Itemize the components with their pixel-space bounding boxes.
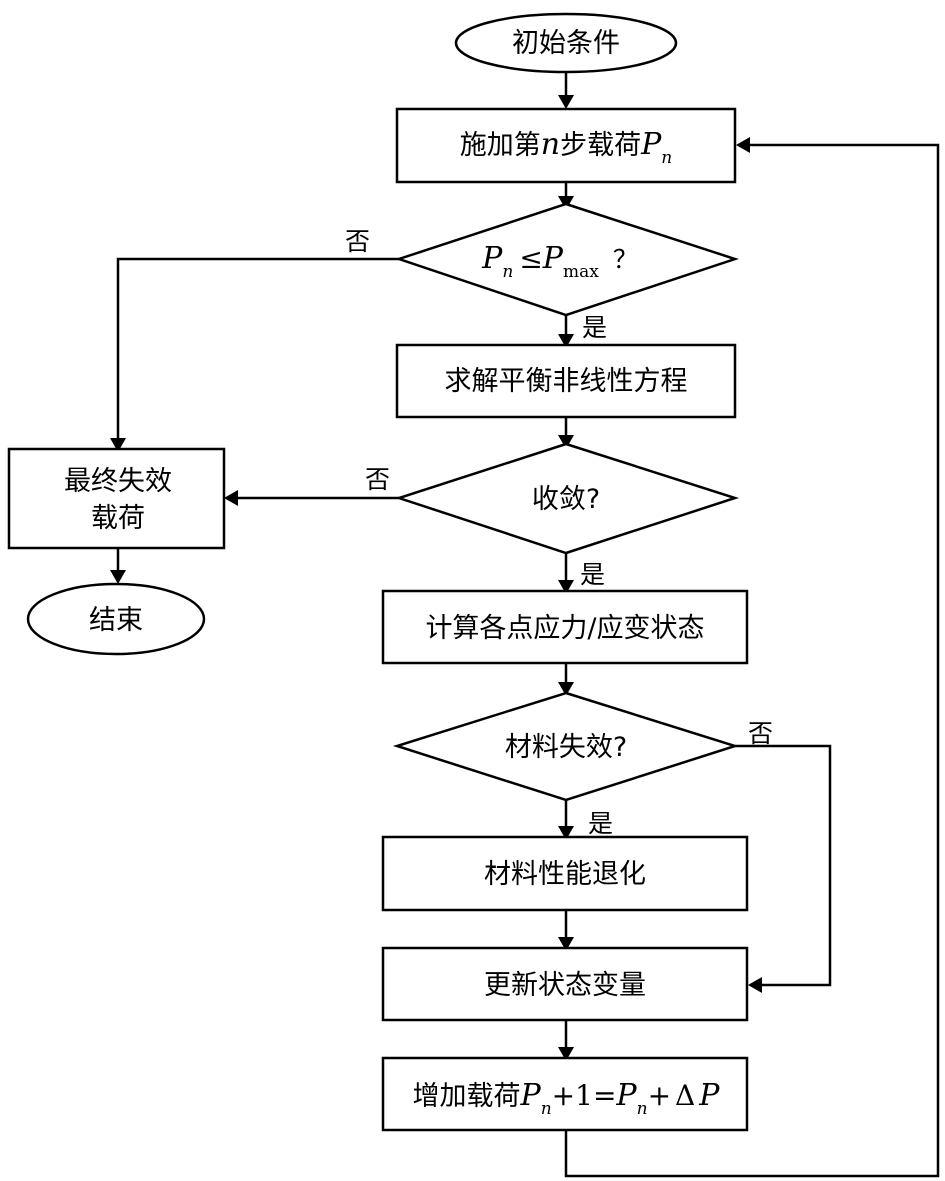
- apply-load-prefix: 施加第: [460, 130, 541, 161]
- arrowhead-down-increment: [558, 1047, 574, 1061]
- apply-load-node: 施加第n步载荷Pn: [395, 107, 737, 184]
- increment-P2: P: [615, 1078, 637, 1113]
- solve-node: 求解平衡非线性方程: [395, 343, 737, 419]
- material-failure-diamond: [392, 691, 740, 802]
- arrowhead-down-end: [110, 570, 126, 584]
- converge-label: 收敛?: [532, 484, 600, 515]
- arrowhead-left-update: [748, 977, 762, 993]
- edge-label-yes-load: 是: [582, 313, 607, 342]
- end-label: 结束: [89, 605, 143, 636]
- edge-check-no-to-final: [116, 257, 399, 438]
- increment-delta: Δ: [675, 1079, 695, 1112]
- degrade-box: [381, 835, 749, 912]
- check-load-label: Pn≤Pmax？: [481, 241, 638, 282]
- compute-stress-label: 计算各点应力/应变状态: [425, 613, 704, 644]
- solve-box: [395, 343, 737, 419]
- material-failure-label: 材料失效?: [505, 732, 627, 763]
- arrowheads: [110, 95, 762, 1061]
- check-load-P2: P: [542, 241, 564, 276]
- check-load-leq: ≤: [519, 242, 542, 275]
- arrowhead-down-converge: [558, 435, 574, 449]
- degrade-label: 材料性能退化: [484, 859, 646, 890]
- apply-load-P: P: [640, 127, 662, 162]
- final-failure-label-2: 载荷: [91, 503, 145, 534]
- arrowhead-down-compute: [558, 580, 574, 594]
- arrowhead-left-final: [224, 490, 238, 506]
- increment-P: P: [520, 1078, 542, 1113]
- arrowhead-down-degrade: [558, 826, 574, 840]
- solve-label: 求解平衡非线性方程: [445, 366, 688, 397]
- edge-label-no-load: 否: [345, 227, 370, 256]
- update-state-box: [381, 946, 749, 1022]
- increment-sub2: n: [637, 1099, 648, 1119]
- arrowhead-left-apply: [736, 137, 750, 153]
- increment-prefix: 增加载荷: [413, 1081, 521, 1112]
- edge-label-no-failure: 否: [748, 719, 773, 748]
- edge-labels: 否 是 否 是 否 是: [345, 227, 773, 838]
- connectors: [116, 72, 940, 1178]
- edge-failure-no-to-update: [735, 744, 832, 987]
- converge-diamond: [394, 442, 740, 555]
- increment-box: [381, 1056, 749, 1132]
- edge-label-yes-failure: 是: [588, 809, 613, 838]
- apply-load-suffix: 步载荷: [560, 130, 641, 161]
- arrowhead-down-apply: [558, 95, 574, 109]
- final-failure-node: 最终失效 载荷: [7, 447, 226, 550]
- check-load-sub-max: max: [563, 262, 599, 282]
- edge-label-no-converge: 否: [365, 465, 390, 494]
- compute-stress-box: [381, 589, 749, 665]
- edge-increment-loop-back: [564, 143, 940, 1178]
- update-state-node: 更新状态变量: [381, 946, 749, 1022]
- start-node: 初始条件: [454, 12, 678, 74]
- apply-load-box: [395, 107, 737, 184]
- apply-load-n: n: [541, 127, 560, 162]
- converge-node: 收敛?: [394, 442, 740, 555]
- end-ellipse: [26, 582, 206, 656]
- check-load-P: P: [481, 241, 503, 276]
- update-state-label: 更新状态变量: [484, 970, 646, 1001]
- increment-sub: n: [541, 1099, 552, 1119]
- increment-P3: P: [698, 1078, 720, 1113]
- arrowhead-down-update: [558, 937, 574, 951]
- compute-stress-node: 计算各点应力/应变状态: [381, 589, 749, 665]
- arrowhead-down-solve: [558, 334, 574, 348]
- check-load-question: ？: [613, 245, 638, 274]
- increment-plus: +: [648, 1079, 671, 1112]
- apply-load-sub: n: [661, 148, 672, 168]
- material-failure-node: 材料失效?: [392, 691, 740, 802]
- arrowhead-down-final: [110, 438, 126, 452]
- start-label: 初始条件: [512, 28, 620, 59]
- check-load-node: Pn≤Pmax？: [395, 202, 740, 317]
- check-load-sub-n: n: [502, 262, 513, 282]
- final-failure-label-1: 最终失效: [64, 466, 172, 497]
- start-ellipse: [454, 12, 678, 74]
- degrade-node: 材料性能退化: [381, 835, 749, 912]
- end-node: 结束: [26, 582, 206, 656]
- check-load-diamond: [395, 202, 740, 317]
- apply-load-label: 施加第n步载荷Pn: [460, 127, 672, 168]
- edge-label-yes-converge: 是: [580, 560, 605, 589]
- arrowhead-down-failure: [558, 682, 574, 696]
- increment-plus1: +1=: [552, 1079, 617, 1112]
- final-failure-box: [7, 447, 226, 550]
